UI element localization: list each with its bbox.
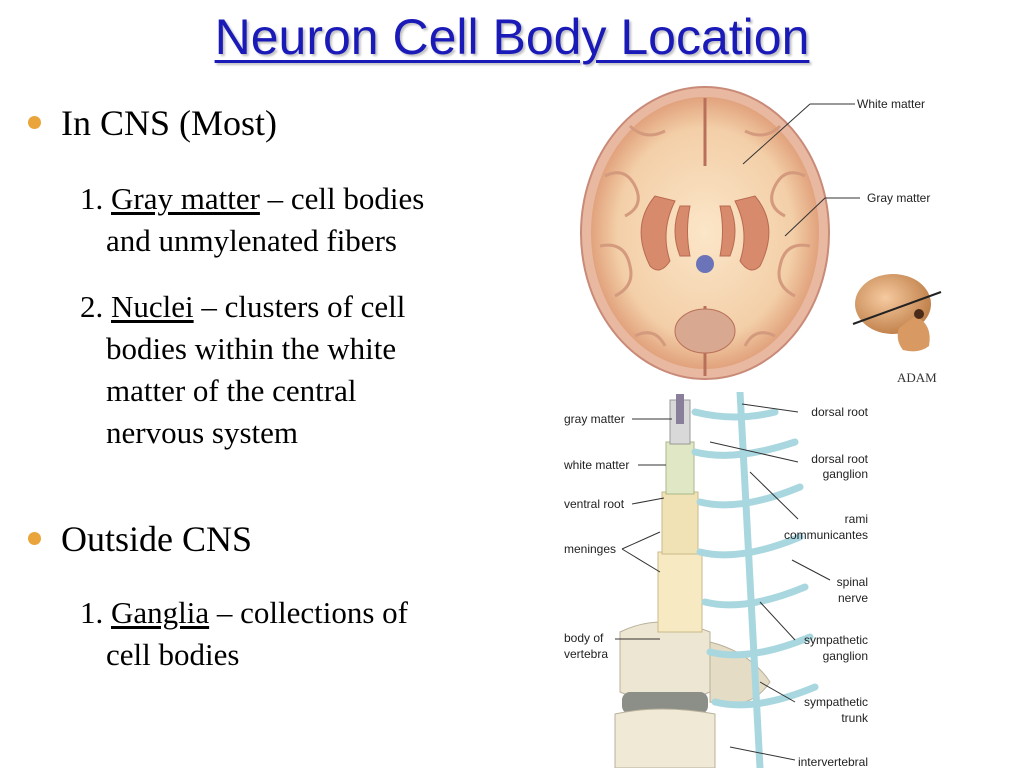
bullet-text: In CNS (Most) [61,103,278,143]
brain-white-matter [591,97,819,369]
label-gray-matter: Gray matter [867,191,930,205]
deep-gray-nuclei [640,195,770,271]
ventricle [696,255,714,273]
label-vertebra: vertebra [564,647,608,661]
slide-title: Neuron Cell Body Location [214,9,810,65]
label-meninges: meninges [564,542,616,556]
label-dorsal-root-ganglion: dorsal root [811,452,868,466]
svg-text:ganglion: ganglion [823,649,868,663]
list-item-ganglia: 1. Ganglia – collections of cell bodies [80,595,409,672]
label-gray-matter: gray matter [564,412,625,426]
bullet-dot-icon [28,116,41,130]
svg-text:ganglion: ganglion [823,467,868,481]
meninges-layers [657,394,703,633]
list-item-gray-matter: 1. Gray matter – cell bodies and unmylen… [80,181,425,258]
bullet-outside-cns: Outside CNS [28,518,252,560]
skull-inset-icon [852,274,942,352]
label-sympathetic-ganglion: sympathetic [804,633,868,647]
label-intervertebral: intervertebral [798,755,868,768]
term-ganglia: Ganglia [111,595,210,630]
label-sympathetic-trunk: sympathetic [804,695,868,709]
vertebral-column [614,621,771,768]
spinal-cord-figure: gray matter white matter ventral root me… [563,392,869,768]
bullet-text: Outside CNS [61,519,253,559]
svg-text:communicantes: communicantes [784,528,868,542]
label-rami-communicantes: rami [845,512,868,526]
term-gray-matter: Gray matter [111,181,260,216]
bullet-dot-icon [28,532,41,546]
figure-credit: ADAM [897,370,937,384]
list-item-nuclei: 2. Nuclei – clusters of cell bodies with… [80,289,406,450]
brain-section-figure: White matter Gray matter ADAM [580,86,942,384]
label-white-matter: White matter [857,97,925,111]
label-ventral-root: ventral root [564,497,625,511]
label-spinal-nerve: spinal [837,575,868,589]
svg-text:nerve: nerve [838,591,868,605]
brain-gyri [599,124,811,347]
term-nuclei: Nuclei [111,289,194,324]
label-white-matter: white matter [563,458,629,472]
label-body-of: body of [564,631,604,645]
svg-text:trunk: trunk [841,711,869,725]
spinal-nerves [691,392,819,768]
bullet-in-cns: In CNS (Most) [28,102,277,144]
label-dorsal-root: dorsal root [811,405,868,419]
cerebellum [674,308,736,354]
